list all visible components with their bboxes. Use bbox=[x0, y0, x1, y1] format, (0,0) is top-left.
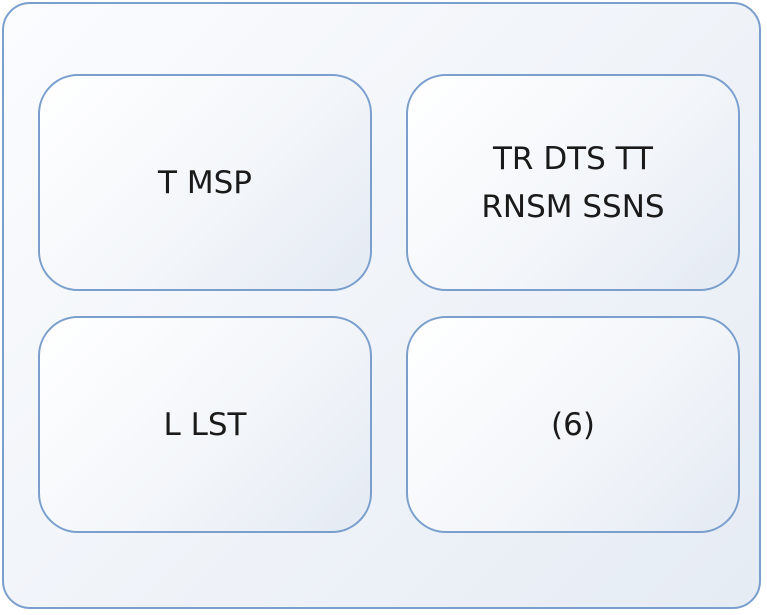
box-bottom-right: (6) bbox=[406, 316, 740, 533]
box-bottom-left: L LST bbox=[38, 316, 372, 533]
diagram-container: T MSP TR DTS TT RNSM SSNS L LST (6) bbox=[2, 2, 761, 609]
box-top-left-label: T MSP bbox=[158, 164, 252, 201]
box-top-right-label: TR DTS TT RNSM SSNS bbox=[481, 140, 665, 225]
box-top-right: TR DTS TT RNSM SSNS bbox=[406, 74, 740, 291]
box-bottom-right-label: (6) bbox=[551, 406, 595, 443]
box-bottom-left-label: L LST bbox=[163, 406, 247, 443]
box-top-left: T MSP bbox=[38, 74, 372, 291]
